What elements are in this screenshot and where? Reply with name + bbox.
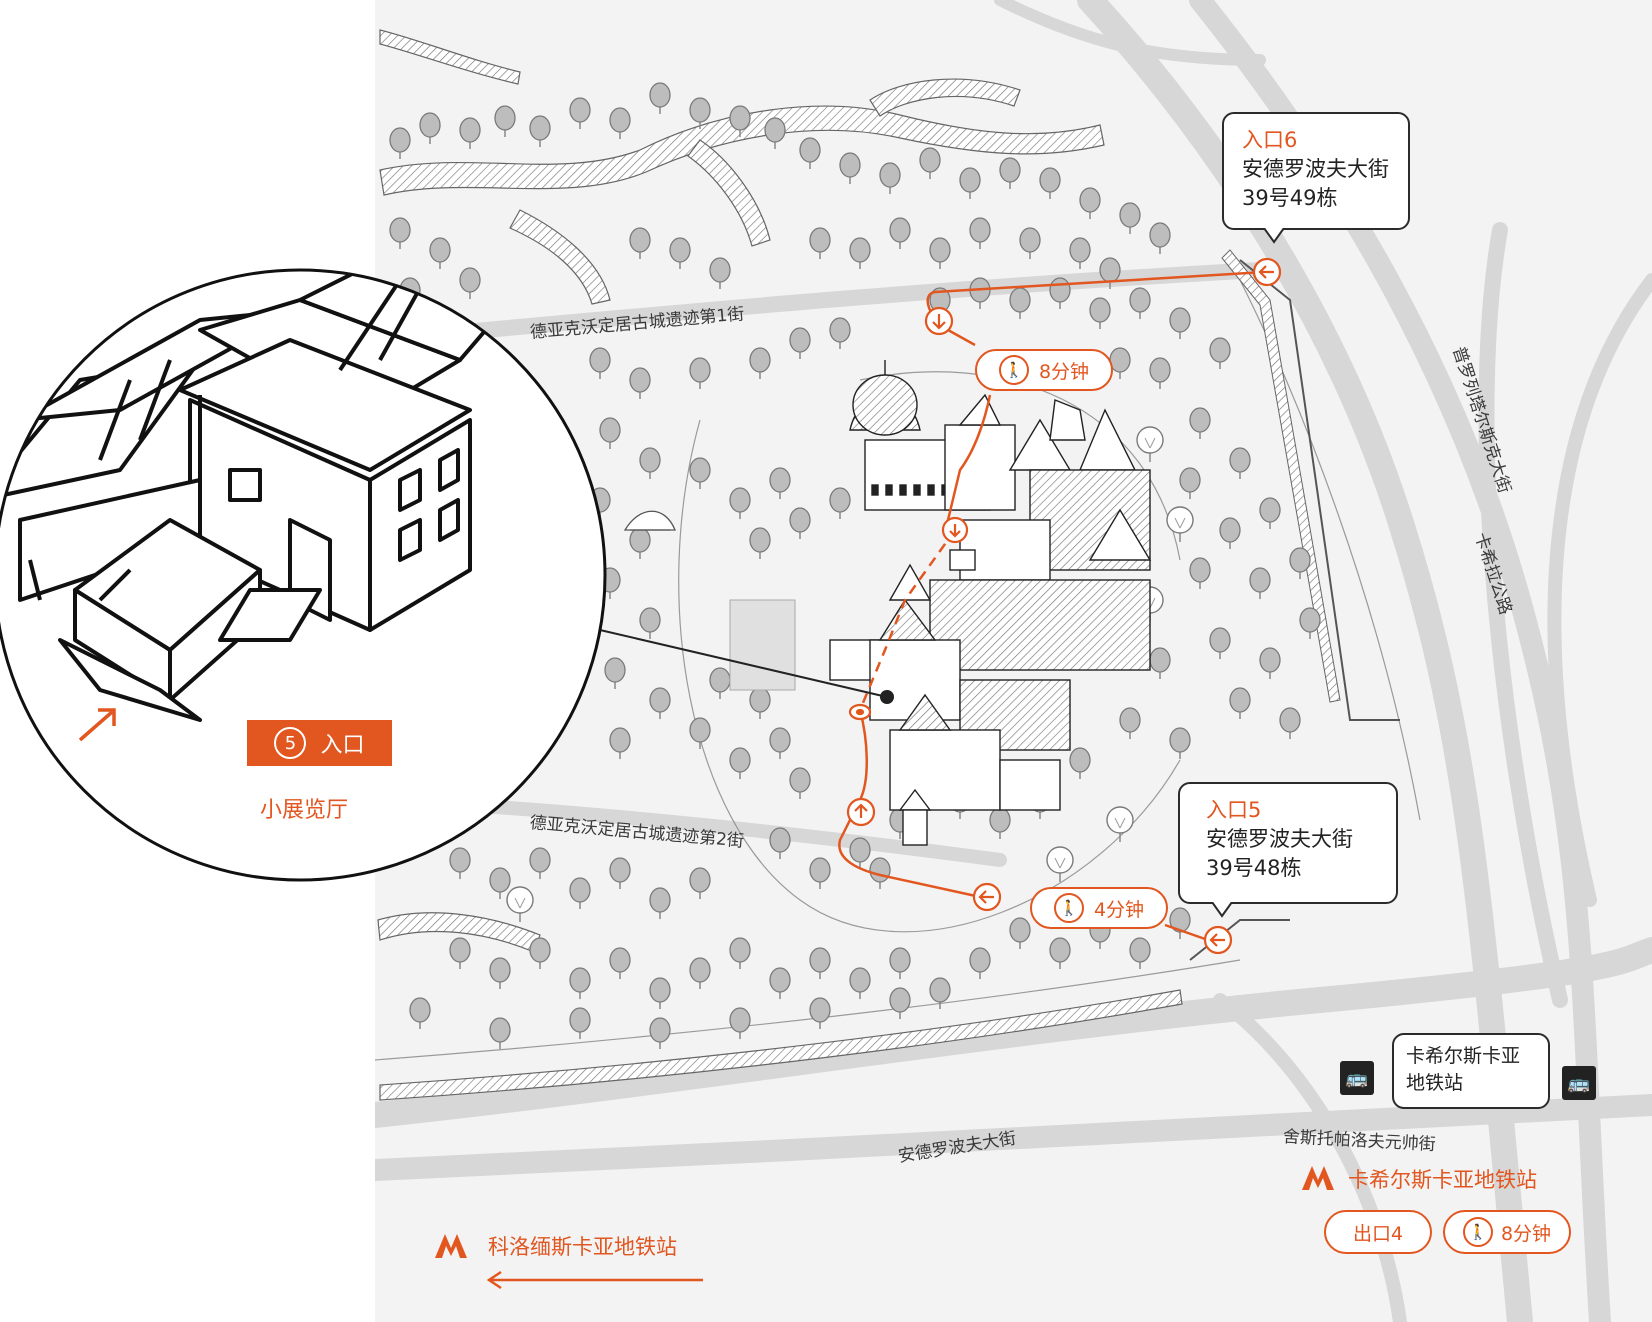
arrow-left-icon [486, 1270, 703, 1290]
entrance-inset [0, 268, 607, 882]
bus-stop-callout[interactable]: 卡希尔斯卡亚 地铁站 [1392, 1033, 1550, 1109]
entrance-6-title: 入口6 [1242, 128, 1298, 152]
walk-time-bottom-pill: 🚶 4分钟 [1030, 887, 1168, 929]
ravine-slopes [377, 29, 1341, 1101]
bus-stop-icon: 🚌 [1562, 1066, 1596, 1100]
metro-exit-label: 出口4 [1352, 1222, 1404, 1245]
entrance-5-address-line1: 安德罗波夫大街 [1206, 827, 1353, 851]
entrance-6-callout[interactable]: 入口6 安德罗波夫大街 39号49栋 [1222, 112, 1410, 230]
walk-time-top-label: 8分钟 [1038, 360, 1090, 383]
entrance-5-marker [880, 690, 894, 704]
walking-person-icon: 🚶 [1053, 893, 1084, 923]
kolomenskaya-metro-label: 科洛缅斯卡亚地铁站 [488, 1235, 677, 1259]
walking-person-icon: 🚶 [1462, 1217, 1493, 1247]
kolomenskoye-palace [829, 360, 1152, 846]
metro-exit-pill: 出口4 [1324, 1210, 1432, 1254]
metro-m-icon [1300, 1160, 1336, 1194]
entrance-label: 入口 [320, 733, 365, 758]
entrance-6-address-line1: 安德罗波夫大街 [1242, 157, 1389, 181]
entrance-6-pointer [1263, 228, 1285, 244]
walk-time-top-pill: 🚶 8分钟 [975, 349, 1113, 391]
entrance-number-circle: 5 [274, 727, 307, 759]
pavilion-icon [623, 510, 676, 531]
route-arrow-icons [846, 257, 1282, 955]
entrance-arrow-icon [78, 708, 116, 742]
walking-person-icon: 🚶 [998, 355, 1029, 385]
walk-time-bottom-label: 4分钟 [1093, 898, 1145, 921]
bus-stop-icon: 🚌 [1340, 1061, 1374, 1095]
inset-hall-label: 小展览厅 [260, 798, 349, 823]
entrance-5-address-line2: 39号48栋 [1206, 856, 1302, 880]
inset-entrance-badge: 5 入口 [247, 720, 392, 766]
metro-walk-pill: 🚶 8分钟 [1443, 1210, 1571, 1254]
kashirskaya-metro-label: 卡希尔斯卡亚地铁站 [1348, 1168, 1537, 1192]
metro-walk-label: 8分钟 [1500, 1222, 1552, 1245]
entrance-5-callout[interactable]: 入口5 安德罗波夫大街 39号48栋 [1178, 782, 1398, 904]
entrance-6-address-line2: 39号49栋 [1242, 186, 1338, 210]
entrance-5-title: 入口5 [1206, 798, 1262, 822]
bus-stop-label-line2: 地铁站 [1406, 1072, 1464, 1094]
bus-stop-label-line1: 卡希尔斯卡亚 [1406, 1045, 1521, 1067]
entrance-5-pointer [1211, 902, 1233, 918]
metro-m-icon [433, 1228, 469, 1262]
